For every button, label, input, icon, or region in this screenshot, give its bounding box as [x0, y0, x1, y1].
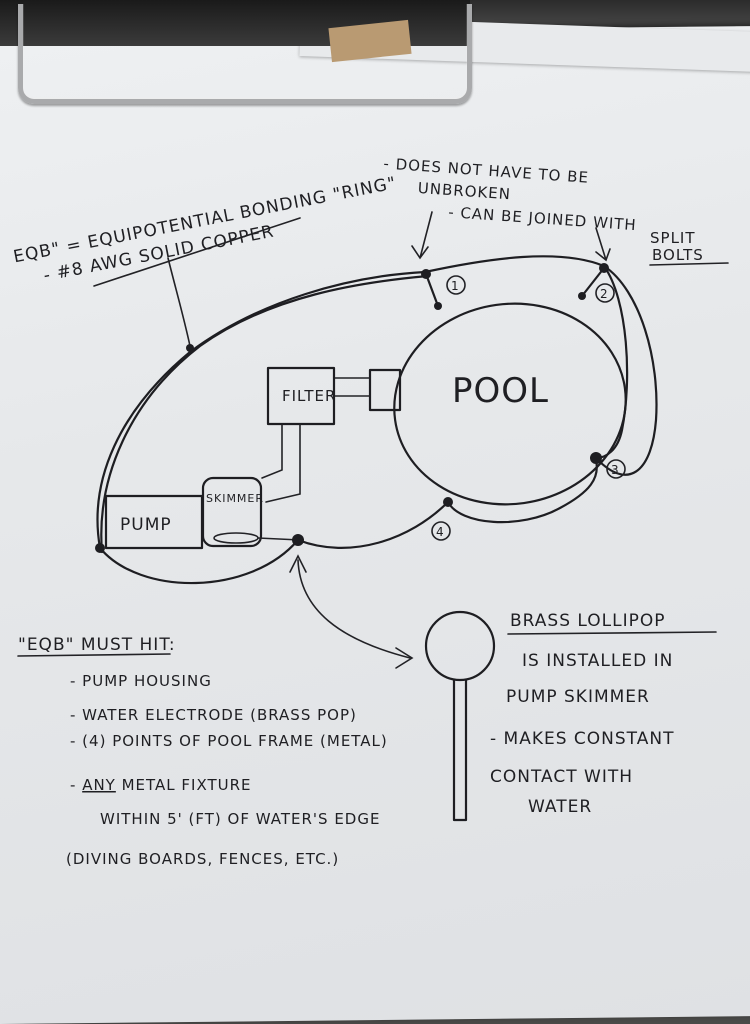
unbroken-note: - DOES NOT HAVE TO BE UNBROKEN - CAN BE …: [380, 154, 641, 234]
lollipop-line-5: CONTACT WITH: [490, 767, 633, 787]
bonding-ring-trace: [101, 276, 428, 552]
must-hit-item-2: - WATER ELECTRODE (BRASS POP): [70, 706, 357, 724]
must-hit-item-4-line-2: WITHIN 5' (FT) OF WATER'S EDGE: [100, 810, 380, 828]
note-split: SPLIT: [650, 229, 696, 247]
arrow-to-point-1: [412, 212, 432, 258]
skimmer-lollipop-symbol: [214, 533, 258, 543]
must-hit-item-4-line-3: (DIVING BOARDS, FENCES, ETC.): [66, 850, 339, 868]
lollipop-line-3: PUMP SKIMMER: [506, 687, 650, 707]
pool-label: POOL: [452, 371, 549, 411]
skimmer-box: [203, 478, 261, 546]
filter-to-skimmer-pipes: [262, 424, 300, 502]
split-bolt-3: [590, 452, 602, 464]
must-hit-item-3: - (4) POINTS OF POOL FRAME (METAL): [70, 732, 388, 750]
note-does-not-have-to-be: - DOES NOT HAVE TO BE: [383, 154, 590, 186]
marker-3-number: 3: [611, 463, 620, 477]
lollipop-title: BRASS LOLLIPOP: [510, 611, 666, 631]
pump-label: PUMP: [120, 515, 172, 535]
lollipop-line-4: - MAKES CONSTANT: [490, 729, 674, 749]
must-hit-heading: "EQB" MUST HIT:: [18, 635, 176, 655]
split-bolt-4: [443, 497, 453, 507]
marker-1-number: 1: [451, 279, 460, 293]
note-can-be-joined: - CAN BE JOINED WITH: [448, 203, 638, 234]
marker-4-number: 4: [436, 525, 445, 539]
marker-2-number: 2: [600, 287, 609, 301]
bond-junction-ring: [186, 344, 194, 352]
filter-to-inlet-pipes: [334, 378, 370, 396]
arrow-to-split-bolt: [596, 228, 610, 260]
definition-pointer: [168, 258, 190, 346]
must-hit-item-1: - PUMP HOUSING: [70, 672, 212, 690]
filter-label: FILTER: [282, 387, 336, 405]
bolt-1-to-pool: [426, 274, 438, 306]
ring-to-point-4: [448, 460, 597, 522]
brass-lollipop-head: [426, 612, 494, 680]
lollipop-title-underline: [508, 632, 716, 634]
bond-junction-skimmer: [292, 534, 304, 546]
note-bolts: BOLTS: [652, 246, 704, 264]
bond-junction-pump: [95, 543, 105, 553]
lollipop-line-2: IS INSTALLED IN: [522, 651, 673, 671]
lollipop-line-6: WATER: [528, 797, 592, 817]
definition-block: EQB" = EQUIPOTENTIAL BONDING "RING" - #8…: [12, 173, 403, 291]
skimmer-label: SKIMMER: [206, 492, 264, 505]
bonding-ring-outer: [98, 256, 657, 548]
brass-lollipop-stick: [454, 680, 466, 820]
note-unbroken: UNBROKEN: [417, 179, 511, 203]
hand-drawn-diagram: EQB" = EQUIPOTENTIAL BONDING "RING" - #8…: [0, 0, 750, 1000]
arrow-junction-to-lollipop: [298, 560, 410, 658]
must-hit-item-4: - ANY METAL FIXTURE: [70, 776, 252, 794]
